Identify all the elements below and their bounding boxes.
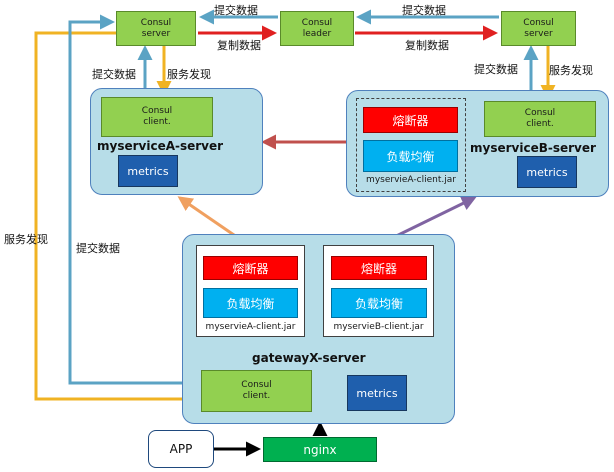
gateway-jar-a-name: myservieA-client.jar (205, 322, 296, 332)
gateway-metrics: metrics (347, 375, 407, 411)
app-label: APP (169, 442, 193, 456)
consul-leader-line1: Consul (301, 17, 333, 28)
service-b-breaker: 熔断器 (363, 107, 458, 133)
gateway-jar-a-balancer: 负载均衡 (203, 288, 298, 318)
service-a-metrics: metrics (118, 155, 178, 187)
label-submit-top-left: 提交数据 (214, 4, 258, 17)
service-b-client-line1: Consul (524, 108, 556, 118)
consul-server-left-line2: server (141, 28, 171, 39)
service-b-metrics: metrics (517, 156, 577, 188)
service-b-client-line2: client. (526, 119, 554, 129)
service-a-consul-client: Consul client. (101, 97, 213, 137)
consul-server-right: Consul server (501, 11, 576, 46)
label-replicate-right: 复制数据 (405, 39, 449, 52)
gateway-title: gatewayX-server (252, 351, 366, 365)
label-submit-a: 提交数据 (92, 68, 136, 81)
label-submit-b: 提交数据 (474, 63, 518, 76)
label-discover-a: 服务发现 (167, 68, 211, 81)
nginx-label: nginx (303, 442, 337, 457)
service-b-consul-client: Consul client. (484, 101, 596, 137)
gateway-jar-b-name: myservieB-client.jar (333, 322, 424, 332)
label-submit-top-right: 提交数据 (402, 4, 446, 17)
consul-server-left: Consul server (116, 11, 196, 46)
consul-leader-line2: leader (302, 28, 332, 39)
service-a-title: myserviceA-server (97, 139, 224, 153)
service-a-client-line1: Consul (141, 106, 173, 116)
gateway-jar-b-breaker: 熔断器 (331, 256, 427, 280)
service-b-jar-name: myservieA-client.jar (366, 175, 456, 185)
arrow-submit-gateway (68, 14, 203, 385)
gateway-consul-client: Consul client. (201, 370, 312, 412)
gateway-client-line1: Consul (241, 380, 272, 390)
gateway-jar-b-balancer: 负载均衡 (331, 288, 427, 318)
app-box: APP (148, 430, 214, 468)
gateway-client-line2: client. (242, 391, 271, 401)
label-submit-gateway: 提交数据 (76, 242, 120, 255)
consul-server-right-line2: server (524, 28, 553, 39)
consul-server-left-line1: Consul (140, 17, 172, 28)
gateway-jar-a-breaker: 熔断器 (203, 256, 298, 280)
consul-server-right-line1: Consul (523, 17, 554, 28)
label-discover-gateway: 服务发现 (4, 233, 48, 246)
service-b-title: myserviceB-server (470, 141, 596, 155)
service-a-client-line2: client. (143, 117, 171, 127)
nginx-box: nginx (263, 437, 377, 462)
service-b-balancer: 负载均衡 (363, 140, 458, 172)
consul-leader: Consul leader (280, 11, 354, 46)
arrow-discover-gateway (34, 31, 200, 407)
label-discover-b: 服务发现 (549, 64, 593, 77)
label-replicate-left: 复制数据 (217, 39, 261, 52)
